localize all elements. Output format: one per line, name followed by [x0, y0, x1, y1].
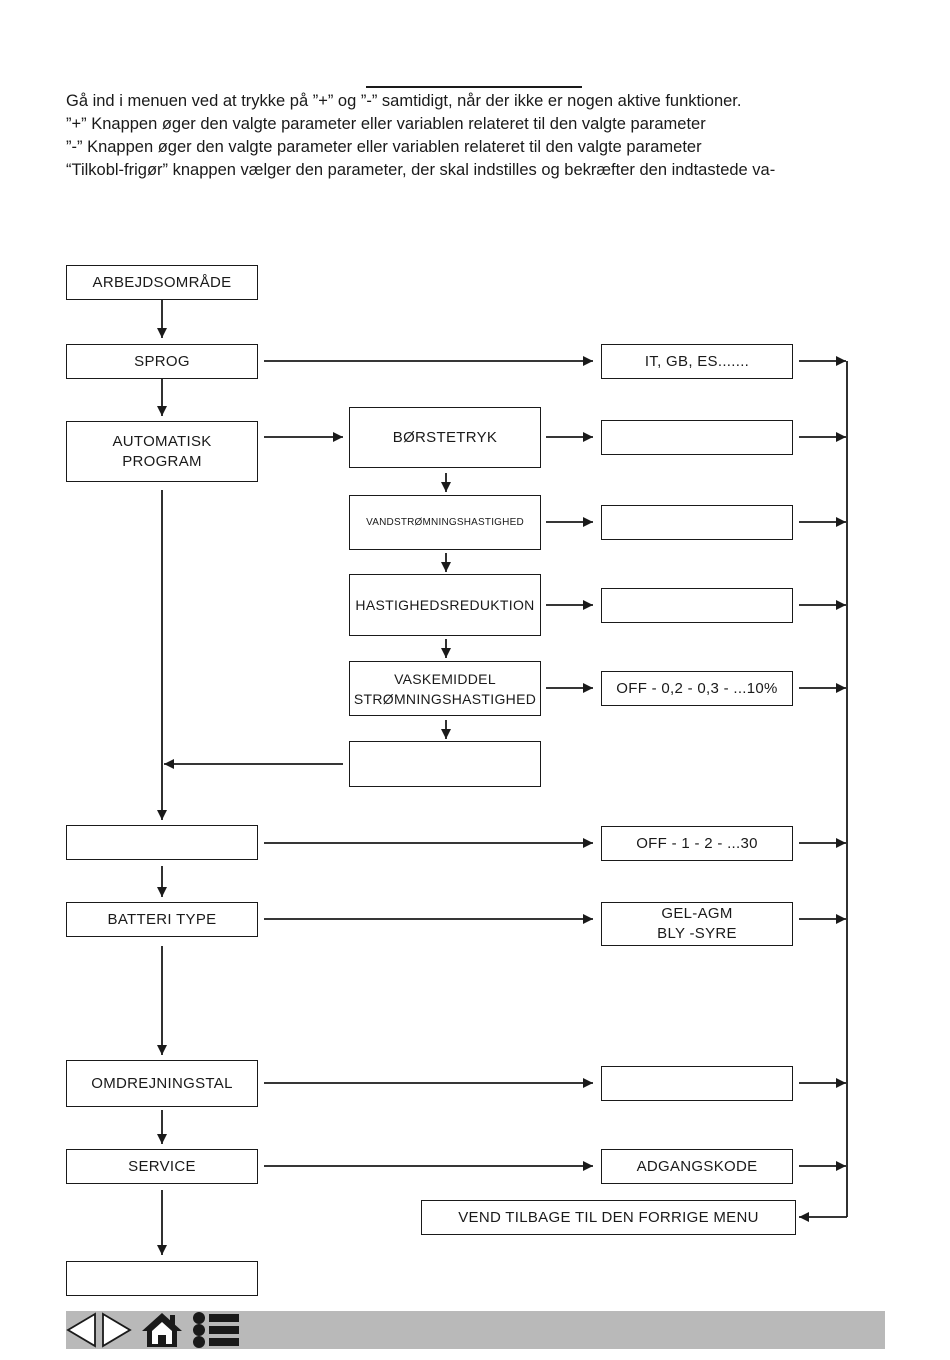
box-middle-blank	[349, 741, 541, 787]
box-omdrejningstal: OMDREJNINGSTAL	[66, 1060, 258, 1107]
box-vand-values	[601, 505, 793, 540]
prev-page-icon[interactable]	[66, 1311, 98, 1349]
box-sprog-values: IT, GB, ES.......	[601, 344, 793, 379]
box-blank1-values: OFF - 1 - 2 - ...30	[601, 826, 793, 861]
list-menu-icon[interactable]	[191, 1311, 241, 1349]
home-icon[interactable]	[140, 1311, 184, 1349]
intro-line-3: ”-” Knappen øger den valgte parameter el…	[66, 138, 702, 156]
box-batteri-type: BATTERI TYPE	[66, 902, 258, 937]
intro-line-1: Gå ind i menuen ved at trykke på ”+” og …	[66, 92, 742, 110]
box-vend-tilbage: VEND TILBAGE TIL DEN FORRIGE MENU	[421, 1200, 796, 1235]
next-page-icon[interactable]	[101, 1311, 133, 1349]
box-borstetryk: BØRSTETRYK	[349, 407, 541, 468]
box-blank-1	[66, 825, 258, 860]
box-vaskemiddel-values: OFF - 0,2 - 0,3 - ...10%	[601, 671, 793, 706]
intro-text: Gå ind i menuen ved at trykke på ”+” og …	[66, 90, 896, 182]
box-arbejdsomraade: ARBEJDSOMRÅDE	[66, 265, 258, 300]
header-rule	[366, 86, 582, 88]
box-batteri-values: GEL-AGM BLY -SYRE	[601, 902, 793, 946]
box-sprog: SPROG	[66, 344, 258, 379]
box-vaskemiddel: VASKEMIDDEL STRØMNINGSHASTIGHED	[349, 661, 541, 716]
box-borstetryk-values	[601, 420, 793, 455]
box-adgangskode: ADGANGSKODE	[601, 1149, 793, 1184]
box-hastighed-values	[601, 588, 793, 623]
box-omdrejning-values	[601, 1066, 793, 1101]
box-service: SERVICE	[66, 1149, 258, 1184]
intro-line-2: ”+” Knappen øger den valgte parameter el…	[66, 115, 706, 133]
box-vandstromningshastighed: VANDSTRØMNINGSHASTIGHED	[349, 495, 541, 550]
footer-nav-bar	[66, 1311, 885, 1349]
intro-line-4: “Tilkobl-frigør” knappen vælger den para…	[66, 161, 776, 179]
box-hastighedsreduktion: HASTIGHEDSREDUKTION	[349, 574, 541, 636]
box-blank-2	[66, 1261, 258, 1296]
box-automatisk-program: AUTOMATISK PROGRAM	[66, 421, 258, 482]
